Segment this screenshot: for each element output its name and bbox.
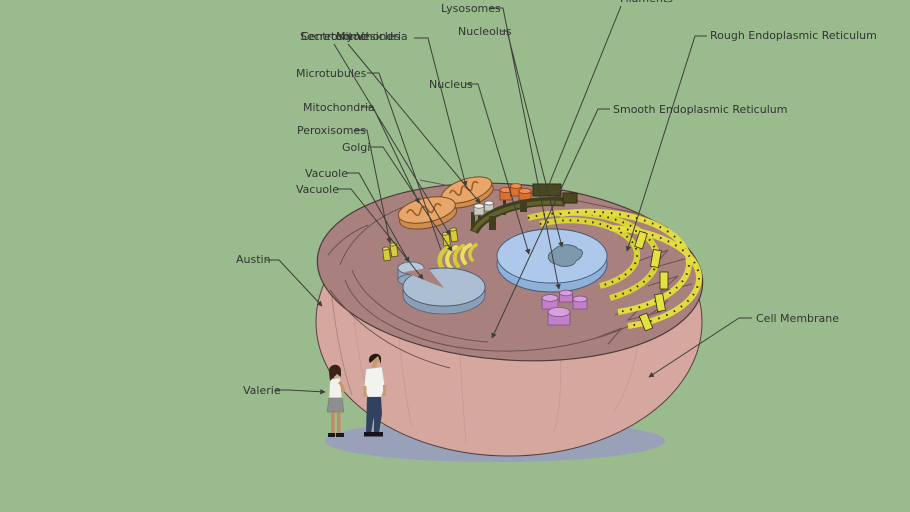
label-centrosome[interactable]: Centrosome bbox=[301, 30, 368, 43]
label-mitochondria-top[interactable]: Mitochondria bbox=[336, 30, 408, 43]
label-filaments[interactable]: Filaments bbox=[620, 0, 673, 5]
label-nucleolus[interactable]: Nucleolus bbox=[458, 25, 512, 38]
endoplasmic-reticulum-model[interactable] bbox=[527, 208, 702, 332]
label-microtubules[interactable]: Microtubules bbox=[296, 67, 367, 80]
person-austin[interactable] bbox=[363, 353, 387, 437]
nucleus-model[interactable] bbox=[496, 228, 608, 293]
leader-lines bbox=[266, 5, 752, 395]
label-nucleus[interactable]: Nucleus bbox=[429, 78, 473, 91]
mitochondrion-model-upper[interactable] bbox=[439, 172, 497, 214]
lysosomes-model[interactable] bbox=[541, 289, 588, 326]
label-cell-membrane[interactable]: Cell Membrane bbox=[756, 312, 840, 325]
nucleolus-model[interactable] bbox=[547, 244, 583, 267]
label-secretory-vesicles[interactable]: Secretory Vesicles bbox=[300, 30, 401, 43]
label-vacuole-lower[interactable]: Vacuole bbox=[296, 183, 339, 196]
vacuole-large-model[interactable] bbox=[402, 267, 486, 315]
label-golgi[interactable]: Golgi bbox=[342, 141, 371, 154]
label-vacuole-upper[interactable]: Vacuole bbox=[305, 167, 348, 180]
label-rough-er[interactable]: Rough Endoplasmic Reticulum bbox=[710, 29, 877, 42]
label-peroxisomes[interactable]: Peroxisomes bbox=[297, 124, 366, 137]
label-mitochondria[interactable]: Mitochondria bbox=[303, 101, 375, 114]
label-smooth-er[interactable]: Smooth Endoplasmic Reticulum bbox=[613, 103, 788, 116]
label-lysosomes[interactable]: Lysosomes bbox=[441, 2, 501, 15]
label-valerie[interactable]: Valerie bbox=[243, 384, 281, 397]
person-valerie[interactable] bbox=[326, 364, 345, 437]
centriole-pair-right[interactable] bbox=[441, 227, 459, 247]
label-austin[interactable]: Austin bbox=[236, 253, 271, 266]
